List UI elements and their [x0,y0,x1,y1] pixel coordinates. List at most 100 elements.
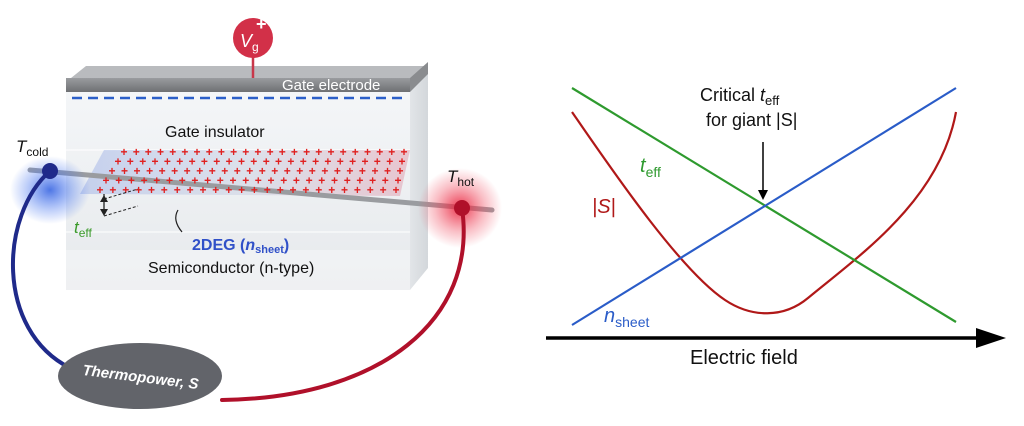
plus-charge: + [250,155,257,169]
cold-wire [10,169,72,370]
plus-charge: + [318,174,325,188]
curve-s [571,111,958,315]
plus-charge: + [153,174,160,188]
plus-charge: + [337,155,344,169]
critical-label-line1: Critical teff [700,85,780,108]
plus-charge: + [114,155,121,169]
plus-charge: + [120,145,127,159]
plus-charge: + [264,183,271,197]
plus-charge: + [164,155,171,169]
plus-charge: + [344,174,351,188]
plus-charge: + [213,155,220,169]
plus-charge: + [328,183,335,197]
plus-charge: + [141,174,148,188]
plus-charge: + [275,155,282,169]
n-curve-label: nsheet [604,305,649,330]
plus-charge: + [201,155,208,169]
plus-charge: + [396,164,403,178]
plus-charge: + [127,155,134,169]
plus-charge: + [133,164,140,178]
plus-charge: + [279,145,286,159]
plus-charge: + [359,164,366,178]
gate-insulator-label: Gate insulator [165,124,265,141]
t-hot-label: Thot [447,167,475,189]
plus-charge: + [181,145,188,159]
block-side-face [410,70,428,290]
plus-charge: + [312,155,319,169]
plus-charge: + [176,155,183,169]
plus-charge: + [271,164,278,178]
plus-charge: + [96,183,103,197]
plus-charge: + [189,155,196,169]
plus-charge: + [384,164,391,178]
plus-charge: + [341,183,348,197]
wire-rod [27,167,495,213]
plus-charge: + [226,155,233,169]
plus-charge: + [121,164,128,178]
plus-charge: + [354,183,361,197]
plus-charge: + [321,164,328,178]
plus-charge: + [315,145,322,159]
plus-charge: + [159,164,166,178]
plus-charge: + [302,183,309,197]
plus-charge: + [263,155,270,169]
plus-charge: + [352,145,359,159]
plus-charge: + [267,174,274,188]
plus-charge: + [280,174,287,188]
plus-charge: + [331,174,338,188]
plus-charge: + [300,155,307,169]
field-dependence-plot: Critical teff for giant |S| teff |S| nsh… [546,85,1006,369]
plus-charge: + [133,145,140,159]
plus-charge: + [327,145,334,159]
2deg-pointer [175,209,183,233]
plus-charge: + [386,155,393,169]
plus-charge: + [234,164,241,178]
plus-charge: + [212,183,219,197]
plus-charge: + [191,174,198,188]
plus-charge: + [400,145,407,159]
plus-charge: + [309,164,316,178]
teff-curve-label: teff [640,155,661,180]
2deg-channel [80,150,410,196]
gate-plus-sign: + [256,14,267,34]
plus-charge: + [209,164,216,178]
plus-charge: + [284,164,291,178]
plus-charge: + [115,174,122,188]
plus-charge: + [206,145,213,159]
plus-charge: + [334,164,341,178]
semiconductor-label: Semiconductor (n-type) [148,260,314,277]
plus-charge: + [242,145,249,159]
plus-charge: + [277,183,284,197]
plus-charge: + [346,164,353,178]
plus-charge: + [364,145,371,159]
plus-charge: + [169,145,176,159]
plus-charge: + [122,183,129,197]
gate-voltage-source [233,18,273,58]
plus-charge: + [174,183,181,197]
plus-charge: + [293,174,300,188]
gate-electrode-label: Gate electrode [282,77,380,94]
gate-electrode [66,78,410,92]
curve-n [571,87,957,326]
teff-label: teff [74,218,93,240]
plus-charge: + [146,164,153,178]
hot-wire [220,206,466,402]
plus-charge: + [340,145,347,159]
plus-charge: + [324,155,331,169]
plus-charge: + [193,145,200,159]
plus-charge: + [303,145,310,159]
plus-charge: + [161,183,168,197]
positive-charges: ++++++++++++++++++++++++++++++++++++++++… [96,145,407,197]
plus-charge: + [151,155,158,169]
plus-charge: + [229,174,236,188]
plus-charge: + [139,155,146,169]
plus-charge: + [148,183,155,197]
critical-label-line2: for giant |S| [706,110,797,130]
s-curve-label: |S| [592,196,616,218]
plus-charge: + [392,183,399,197]
plus-charge: + [135,183,142,197]
plus-charge: + [238,155,245,169]
teff-marker [100,188,139,217]
plus-charge: + [315,183,322,197]
